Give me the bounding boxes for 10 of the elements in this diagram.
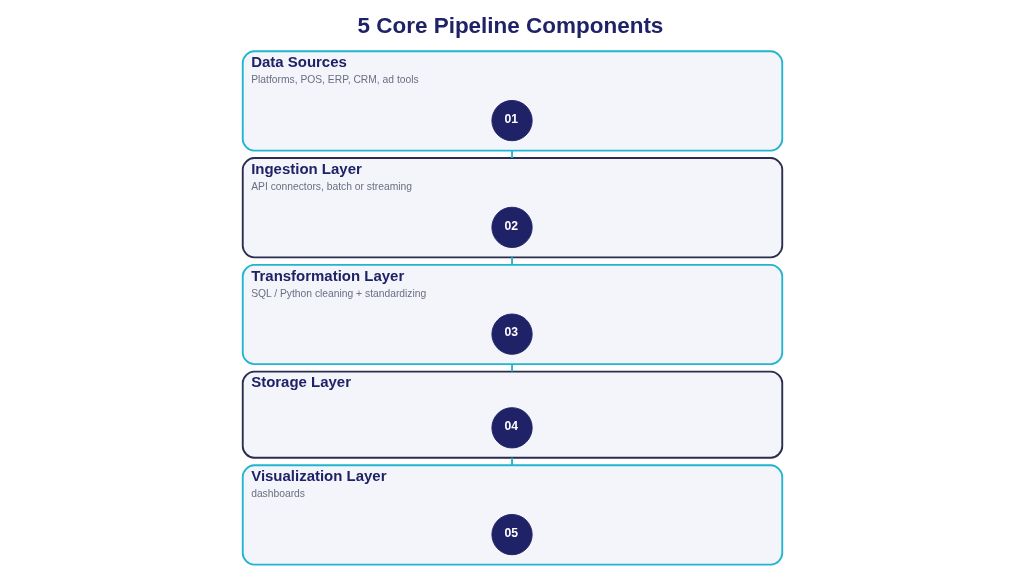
node-circle: 04	[490, 407, 533, 449]
connector	[510, 149, 513, 159]
node-circle: 03	[490, 313, 533, 355]
connector	[510, 456, 513, 467]
connector	[510, 363, 513, 373]
node-circle: 02	[490, 206, 533, 248]
diagram-title: 5 Core Pipeline Components	[356, 12, 663, 38]
node-circle: 01	[490, 100, 533, 142]
connector	[510, 256, 513, 266]
node-circle: 05	[490, 514, 533, 556]
